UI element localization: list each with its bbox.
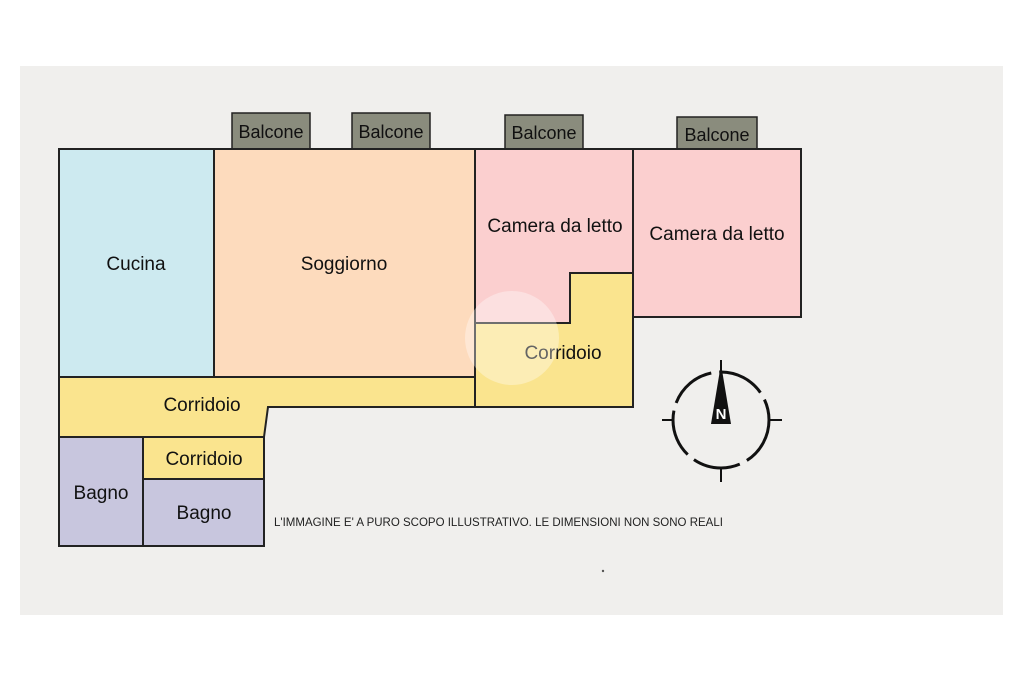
label-bagno-2: Bagno (177, 503, 232, 524)
stray-dot (601, 569, 605, 573)
label-soggiorno: Soggiorno (301, 254, 388, 275)
balcony-3: Balcone (504, 114, 584, 150)
balcony-2-label: Balcone (358, 122, 423, 142)
room-bagno-2 (142, 478, 265, 547)
label-camera-1: Camera da letto (487, 216, 622, 237)
compass-icon: N (662, 360, 782, 482)
room-camera-2 (632, 148, 802, 318)
balcony-1-label: Balcone (238, 122, 303, 142)
balcony-3-label: Balcone (511, 123, 576, 143)
label-corridoio-right: Corridoio (524, 343, 601, 364)
balcony-4-label: Balcone (684, 125, 749, 145)
disclaimer-text: L'IMMAGINE E' A PURO SCOPO ILLUSTRATIVO.… (274, 517, 723, 529)
label-corridoio-small: Corridoio (165, 449, 242, 470)
room-corridoio-main (58, 376, 476, 438)
compass-north-label: N (716, 406, 727, 423)
balcony-1: Balcone (231, 112, 311, 150)
label-camera-2: Camera da letto (649, 224, 784, 245)
label-corridoio-main: Corridoio (163, 395, 240, 416)
watermark-logo (465, 291, 559, 385)
label-cucina: Cucina (106, 254, 166, 275)
balcony-2: Balcone (351, 112, 431, 150)
balcony-4: Balcone (676, 116, 758, 150)
label-bagno-1: Bagno (74, 483, 129, 504)
